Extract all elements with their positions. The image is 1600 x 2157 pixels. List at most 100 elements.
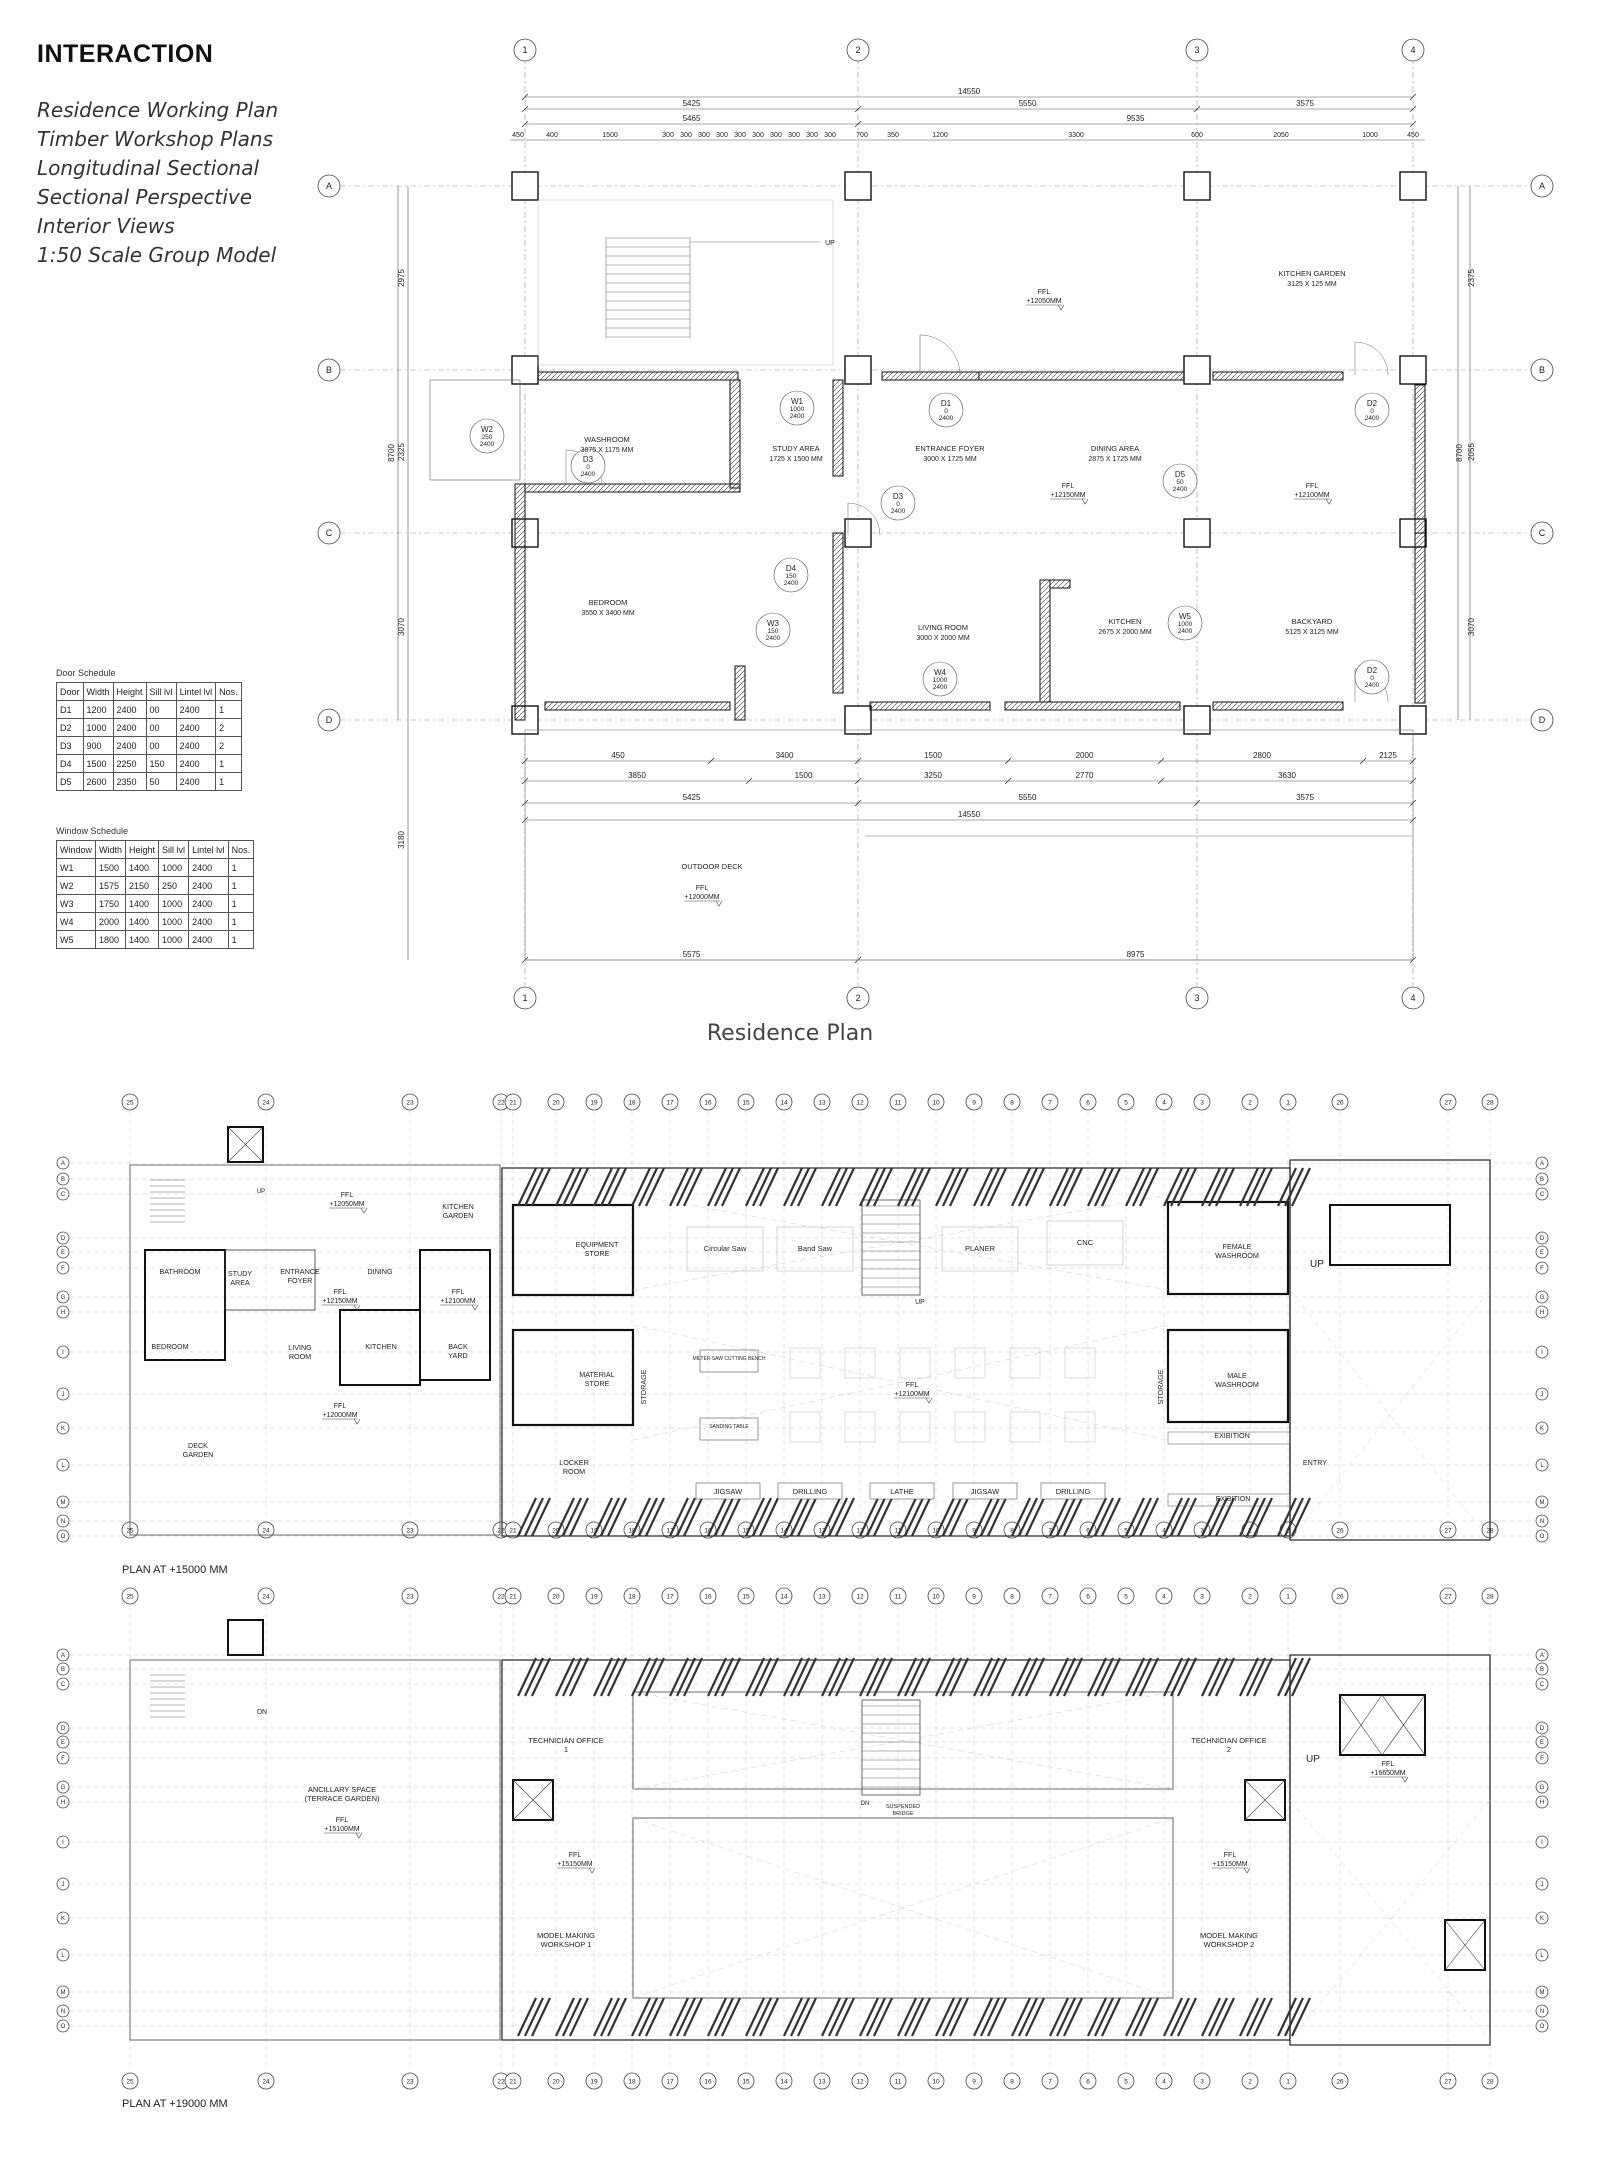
workshop-grid-bubble-top-15000: [661, 1093, 679, 1111]
louvre-fin-top-15000: [1291, 1167, 1311, 1207]
workshop-grid-bubble-top-15000: [585, 1093, 603, 1111]
room-size-living-room: 3000 X 2000 MM: [916, 635, 969, 642]
louvre-fin-bottom-15000: [828, 1497, 848, 1537]
tag-d5-text: D5: [1175, 470, 1186, 479]
workshop-grid-bubble-top-15000: [547, 1093, 565, 1111]
dimension-label-bottom: 2800: [1253, 751, 1271, 760]
dimension-label-bottom: 3250: [924, 771, 942, 780]
room-label-washroom: WASHROOM: [584, 435, 630, 444]
machine-bench: [1040, 1482, 1106, 1500]
workshop-grid-bubble-top-19000-label: 25: [126, 1593, 134, 1600]
louvre-fin-bottom-19000: [783, 1997, 803, 2037]
workshop-row-bubble-right-15000: [1535, 1421, 1549, 1435]
menu-item-scale-model[interactable]: 1:50 Scale Group Model: [37, 243, 277, 267]
louvre-fin-bottom-15000: [1011, 1497, 1031, 1537]
structural-column: [1399, 355, 1427, 385]
stair-up-label-15000-c: UP: [1310, 1259, 1324, 1270]
menu-item-timber-workshop-plans[interactable]: Timber Workshop Plans: [37, 127, 274, 151]
workshop-grid-bubble-bottom-19000-label: 12: [856, 2078, 864, 2085]
level-deck-value: +12000MM: [684, 894, 719, 901]
room-label-19000: MODEL MAKING: [1200, 1931, 1258, 1940]
louvre-fin-bottom-15000: [669, 1497, 689, 1537]
room-label-19000: TECHNICIAN OFFICE: [1191, 1736, 1266, 1745]
bench-mitre: [699, 1349, 759, 1373]
workshop-grid-bubble-bottom-19000: [851, 2072, 869, 2090]
workshop-grid-bubble-bottom-19000: [661, 2072, 679, 2090]
workshop-row-bubble-left-19000-label: D: [61, 1726, 66, 1732]
workshop-grid-bubble-bottom-19000: [257, 2072, 275, 2090]
workshop-row-bubble-right-15000: [1535, 1172, 1549, 1186]
window-schedule-cell: 2400: [188, 930, 229, 949]
workshop-grid-bubble-bottom-15000-label: 7: [1048, 1527, 1052, 1534]
louvre-fin-top-15000: [759, 1167, 779, 1207]
dimension-label-fine: 300: [716, 132, 728, 139]
level-19000-workshop-2-value: +15150MM: [1212, 1861, 1247, 1868]
workshop-row-bubble-left-19000: [56, 2004, 70, 2018]
louvre-fin-bottom-15000: [1139, 1497, 1159, 1537]
louvre-fin-bottom-19000: [1201, 1997, 1221, 2037]
louvre-fin-top-19000: [669, 1657, 689, 1697]
tag-d1: [928, 392, 964, 428]
room-label-19000: TECHNICIAN OFFICE: [528, 1736, 603, 1745]
workshop-grid-bubble-bottom-19000: [547, 2072, 565, 2090]
room-label-living-room: LIVING ROOM: [918, 623, 968, 632]
workshop-grid-bubble-bottom-19000: [401, 2072, 419, 2090]
level-15000-foyer-ffl: FFL: [334, 1289, 347, 1296]
workshop-row-bubble-right-19000-label: B: [1540, 1667, 1544, 1673]
workshop-row-bubble-right-19000-label: E: [1540, 1740, 1544, 1746]
louvre-fin-top-19000: [790, 1657, 810, 1697]
louvre-fin-top-15000: [797, 1167, 817, 1207]
louvre-fin-top-15000: [1049, 1167, 1069, 1207]
workshop-row-bubble-left-19000-label: G: [61, 1785, 66, 1791]
workshop-row-bubble-right-19000: [1535, 1780, 1549, 1794]
workshop-grid-bubble-top-15000-label: 1: [1286, 1099, 1290, 1106]
louvre-fin-bottom-15000: [873, 1497, 893, 1537]
menu-item-sectional-perspective[interactable]: Sectional Perspective: [37, 185, 253, 209]
workshop-row-bubble-right-19000-label: M: [1540, 1990, 1545, 1996]
louvre-fin-bottom-15000: [714, 1497, 734, 1537]
dimension-tick: [1157, 757, 1165, 765]
dimension-tick: [854, 757, 862, 765]
workshop-row-bubble-left-15000-label: O: [61, 1534, 66, 1540]
dimension-tick: [1004, 757, 1012, 765]
louvre-fin-bottom-15000: [759, 1497, 779, 1537]
workshop-row-bubble-right-15000: [1535, 1187, 1549, 1201]
workshop-grid-bubble-bottom-19000-label: 14: [780, 2078, 788, 2085]
workshop-row-bubble-left-15000: [56, 1187, 70, 1201]
stair-up-label-19000: UP: [1306, 1754, 1320, 1765]
wall-bedroom-left: [514, 483, 526, 721]
workshop-grid-bubble-bottom-19000: [121, 2072, 139, 2090]
workshop-grid-bubble-top-15000-label: 6: [1086, 1099, 1090, 1106]
workshop-row-bubble-left-15000: [56, 1156, 70, 1170]
dimension-tick: [521, 105, 529, 113]
shaft-cross: [227, 1126, 264, 1163]
menu-item-longitudinal-sectional[interactable]: Longitudinal Sectional: [37, 156, 260, 180]
louvre-fin-bottom-15000: [1277, 1497, 1297, 1537]
room-label-19000: 1: [564, 1745, 568, 1754]
room-label-15000: STORE: [585, 1249, 610, 1258]
workshop-grid-bubble-top-19000-label: 16: [704, 1593, 712, 1600]
louvre-fin-bottom-19000: [828, 1997, 848, 2037]
louvre-fin-top-19000: [524, 1657, 544, 1697]
menu-item-residence-working-plan[interactable]: Residence Working Plan: [37, 98, 279, 122]
grid-bubble-right-A: [1530, 174, 1554, 198]
louvre-fin-top-19000: [607, 1657, 627, 1697]
workshop-grid-bubble-top-19000-label: 18: [628, 1593, 636, 1600]
workshop-row-bubble-right-19000: [1535, 1985, 1549, 1999]
louvre-fin-top-19000: [752, 1657, 772, 1697]
stair-block-15000: [1289, 1159, 1491, 1541]
washroom-niche: [429, 379, 521, 481]
workshop-grid-bubble-top-19000-label: 23: [406, 1593, 414, 1600]
louvre-fin-bottom-19000: [1284, 1997, 1304, 2037]
louvre-fin-top-19000: [873, 1657, 893, 1697]
workshop-grid-bubble-top-15000: [623, 1093, 641, 1111]
louvre-fin-top-15000: [1101, 1167, 1121, 1207]
louvre-fin-bottom-19000: [897, 1997, 917, 2037]
workshop-row-bubble-left-19000: [56, 1795, 70, 1809]
stair-block-19000: [1289, 1654, 1491, 2046]
level-19000-workshop-1-ffl: FFL: [569, 1852, 582, 1859]
menu-item-interior-views[interactable]: Interior Views: [37, 214, 175, 238]
